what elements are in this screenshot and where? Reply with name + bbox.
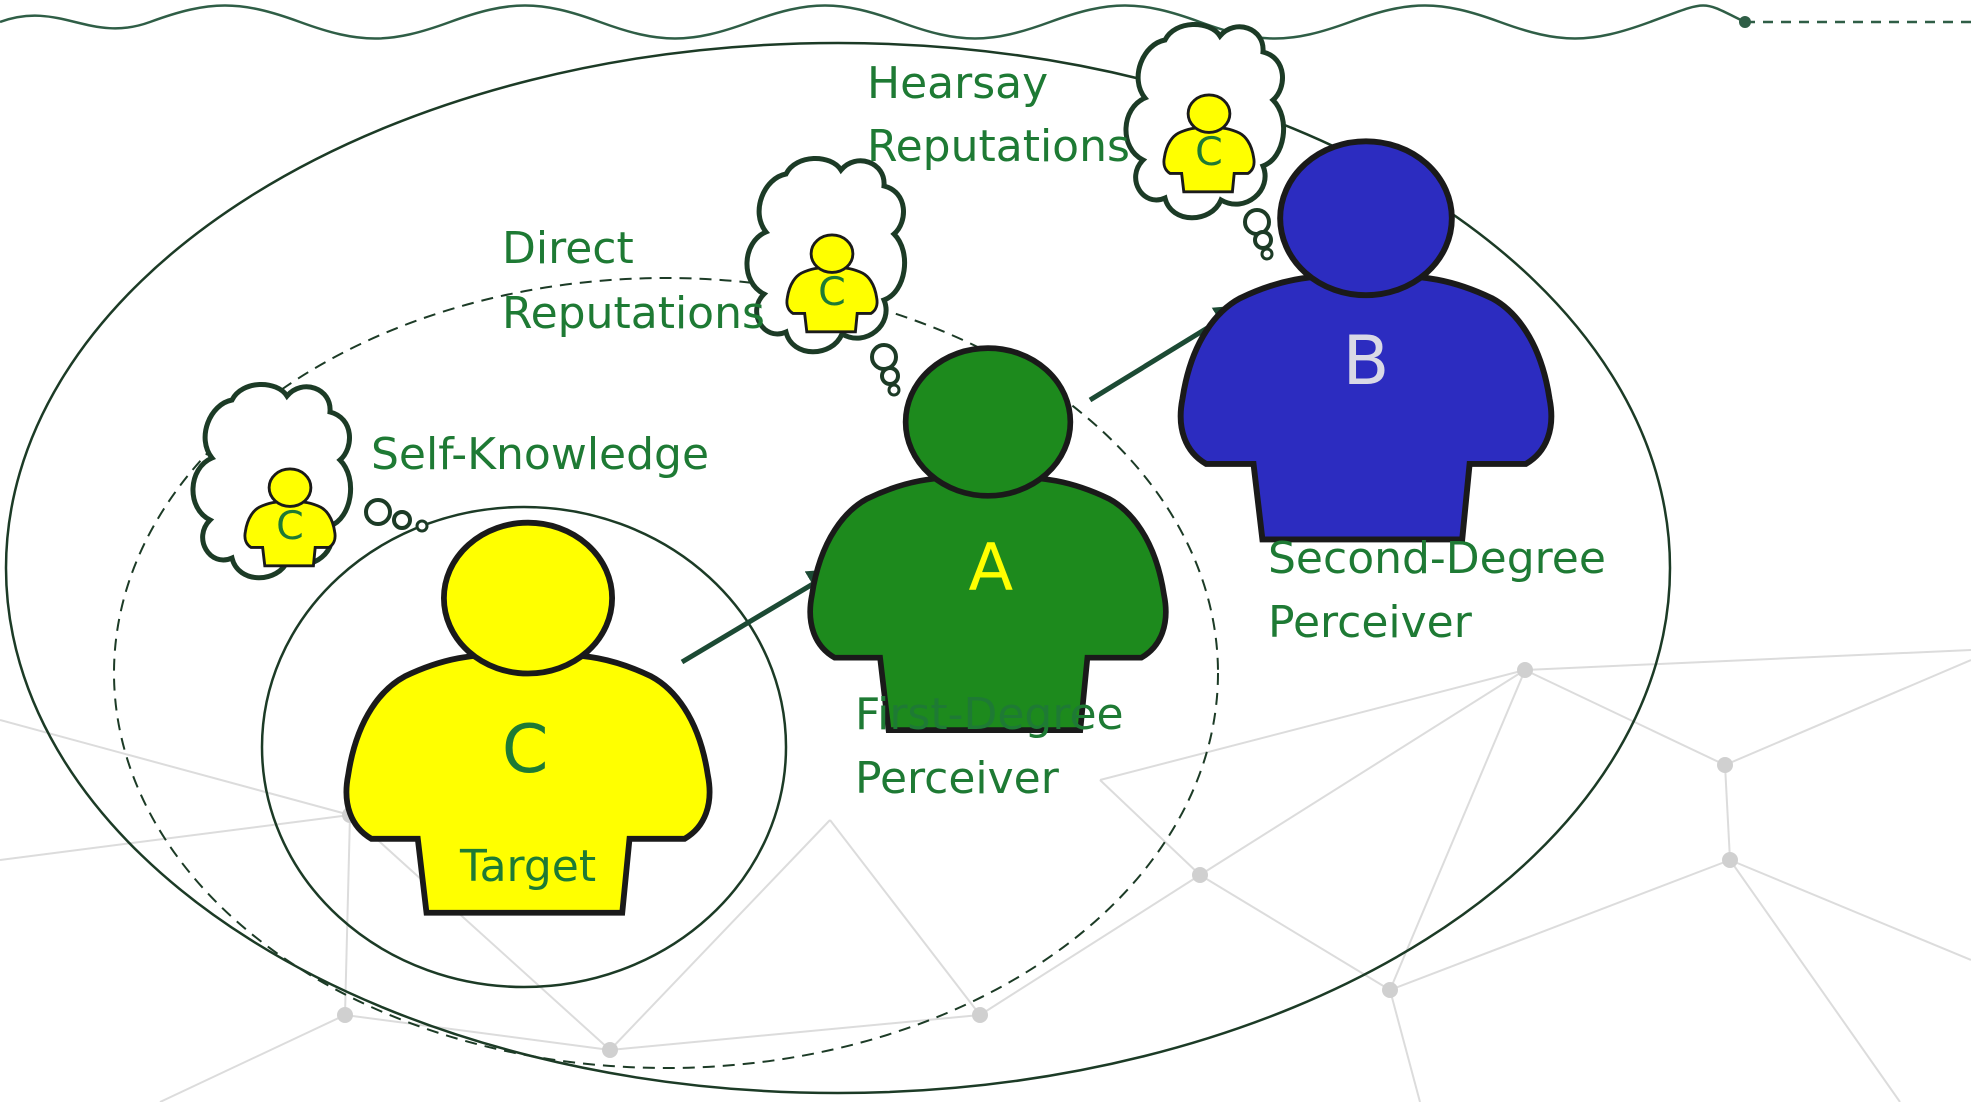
direct-label-line2: Reputations xyxy=(502,288,765,339)
self-knowledge-ellipse xyxy=(260,505,788,989)
target-letter: C xyxy=(502,710,549,788)
self-knowledge-label: Self-Knowledge xyxy=(371,429,710,480)
direct-label-line1: Direct xyxy=(502,223,634,274)
background-network xyxy=(0,649,1971,1103)
second-degree-label-line2: Perceiver xyxy=(1268,597,1472,648)
top-wave-line xyxy=(0,4,1746,40)
arrow-icon xyxy=(680,568,839,665)
first-degree-label-line2: Perceiver xyxy=(855,753,1059,804)
thought-bubble-icon: C xyxy=(190,382,429,581)
thought-bubble-icon: C xyxy=(1123,22,1287,261)
thought-letter: C xyxy=(276,503,304,549)
second-degree-person-icon: B xyxy=(1177,138,1555,543)
target-person-icon: C xyxy=(343,519,713,916)
first-degree-letter: A xyxy=(968,530,1013,606)
first-degree-person-icon: A xyxy=(807,345,1169,733)
thought-letter: C xyxy=(818,269,846,315)
first-degree-label-line1: First-Degree xyxy=(855,689,1124,740)
hearsay-ellipse xyxy=(4,41,1672,1095)
thought-letter: C xyxy=(1195,129,1223,175)
hearsay-label-line1: Hearsay xyxy=(867,58,1049,109)
thought-bubble-icon: C xyxy=(744,156,908,397)
hearsay-label-line2: Reputations xyxy=(867,121,1130,172)
target-label: Target xyxy=(460,841,597,892)
second-degree-label-line1: Second-Degree xyxy=(1268,533,1606,584)
top-line-dot xyxy=(1739,16,1751,28)
direct-ellipse xyxy=(113,277,1219,1069)
second-degree-letter: B xyxy=(1343,322,1390,401)
